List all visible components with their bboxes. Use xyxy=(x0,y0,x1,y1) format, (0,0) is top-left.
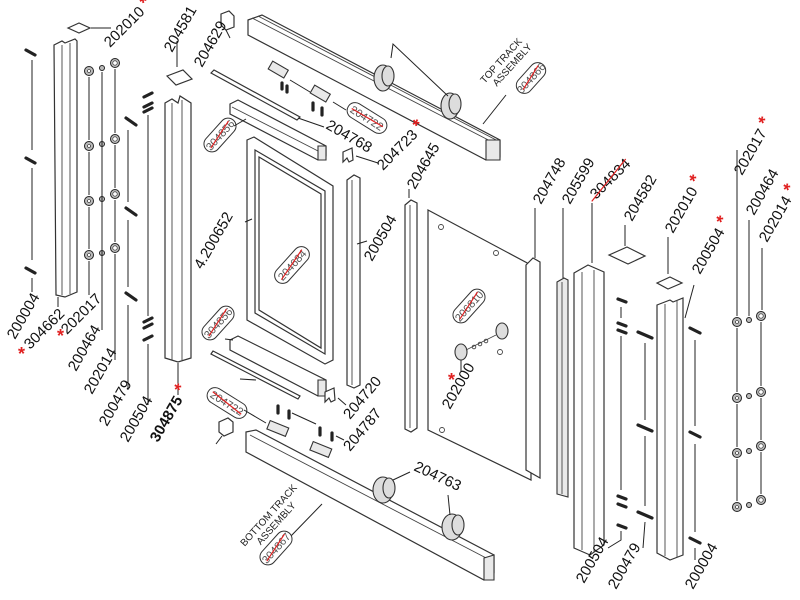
washer-row xyxy=(84,58,120,76)
washer-row xyxy=(732,387,766,403)
screw-set-200504-right[interactable] xyxy=(616,297,628,530)
leader-line xyxy=(482,94,507,125)
leader-line xyxy=(332,101,347,111)
screw-set-200479-right[interactable] xyxy=(636,330,654,520)
bottom-track-roller xyxy=(441,513,465,541)
top-track-assembly[interactable] xyxy=(247,14,501,161)
part-number: 204629 xyxy=(191,18,231,70)
part-204720[interactable] xyxy=(324,387,336,404)
top-track-roller xyxy=(440,92,462,120)
washer-set-right[interactable] xyxy=(732,311,766,512)
washer-row xyxy=(84,243,120,260)
top-door-rail[interactable] xyxy=(229,99,327,161)
leader-line xyxy=(239,378,257,381)
leader-line xyxy=(225,29,231,39)
leader-line xyxy=(337,397,347,406)
guide-rail xyxy=(210,69,301,121)
right-wall-jamb[interactable] xyxy=(656,297,684,561)
bumper-bottom[interactable] xyxy=(266,404,334,459)
part-204748[interactable] xyxy=(525,257,541,480)
top-track-roller xyxy=(373,64,395,92)
leader-line xyxy=(244,218,253,223)
asterisk: * xyxy=(448,370,455,390)
part-number: 200504 xyxy=(689,225,729,277)
washer-row xyxy=(84,189,120,206)
washer-row xyxy=(732,495,766,512)
part-number: 200504 xyxy=(361,212,401,264)
part-label[interactable]: 204581 xyxy=(161,3,201,55)
part-number: 200004 xyxy=(682,540,722,592)
part-label[interactable]: 204629 xyxy=(191,18,231,70)
door-edge-seal[interactable] xyxy=(346,174,361,389)
part-number: 200479 xyxy=(605,540,645,592)
part-304875-jamb[interactable] xyxy=(164,95,192,363)
discontinued-oval[interactable]: 304856 xyxy=(201,115,240,155)
bottom-track-assembly[interactable] xyxy=(245,429,495,581)
part-205599[interactable] xyxy=(556,277,569,498)
part-number: 204581 xyxy=(161,3,201,55)
bottom-track-roller xyxy=(372,476,396,504)
leader-line xyxy=(390,42,449,97)
leader-line xyxy=(642,521,646,549)
part-label[interactable]: 204582 xyxy=(621,172,661,224)
part-label[interactable]: 204763 xyxy=(411,458,464,495)
part-label[interactable]: 200504 xyxy=(361,212,401,264)
leader-line xyxy=(224,338,234,341)
washer-row xyxy=(732,441,766,458)
screw-set-200004-right[interactable] xyxy=(688,326,702,545)
door-frame[interactable] xyxy=(246,136,334,365)
handle-knob[interactable] xyxy=(454,322,509,361)
washer-set-left[interactable] xyxy=(84,58,120,260)
leader-line xyxy=(355,155,379,164)
leader-line xyxy=(297,117,325,128)
part-202010-right[interactable] xyxy=(655,276,684,290)
part-204629[interactable] xyxy=(220,10,235,31)
part-304834[interactable] xyxy=(573,264,605,556)
fixed-glass-panel[interactable] xyxy=(427,208,532,481)
part-202010-left[interactable] xyxy=(66,22,92,34)
part-number: 204763 xyxy=(411,458,464,495)
part-label[interactable]: 200479 xyxy=(605,540,645,592)
leader-line xyxy=(289,503,323,538)
leader-line xyxy=(233,118,247,127)
bottom-door-rail[interactable] xyxy=(210,335,327,400)
part-204645-seal[interactable] xyxy=(404,199,418,433)
leader-line xyxy=(215,435,223,445)
screw-set-200504-left[interactable] xyxy=(142,91,154,342)
part-number: 202010 xyxy=(662,184,702,236)
leader-line xyxy=(289,79,311,93)
part-label[interactable]: 202010 * xyxy=(657,171,707,236)
asterisk: * xyxy=(57,326,64,346)
part-label[interactable]: 202010 * xyxy=(97,0,156,51)
part-204581[interactable] xyxy=(165,69,194,86)
leader-line xyxy=(447,494,451,516)
asterisk: * xyxy=(18,344,25,364)
bumper-top[interactable] xyxy=(267,60,332,117)
asterisk: * xyxy=(135,0,154,11)
part-number: 202010 xyxy=(101,3,148,50)
part-label[interactable]: 200504 * xyxy=(684,212,734,277)
leader-line xyxy=(392,471,411,481)
leader-line xyxy=(243,409,267,424)
screw-set-200004-left[interactable] xyxy=(24,48,37,275)
leader-line xyxy=(335,435,345,441)
leader-line xyxy=(684,284,695,319)
leader-line xyxy=(356,240,368,245)
end-cap-bottom[interactable] xyxy=(218,417,234,437)
part-204582[interactable] xyxy=(607,246,647,265)
washer-row xyxy=(732,311,766,327)
leader-line xyxy=(291,412,317,425)
left-wall-jamb[interactable] xyxy=(53,38,78,298)
part-number: 4.200652 xyxy=(191,209,237,272)
screw-set-200479-left[interactable] xyxy=(124,116,138,302)
discontinued-oval[interactable]: 304856 xyxy=(199,303,238,343)
leader-line xyxy=(607,531,622,549)
part-204723[interactable] xyxy=(342,147,354,164)
part-number: 204582 xyxy=(621,172,661,224)
part-label[interactable]: 4.200652 xyxy=(191,209,237,272)
part-label[interactable]: 200004 xyxy=(682,540,722,592)
discontinued-oval[interactable]: 204722 xyxy=(204,385,250,422)
